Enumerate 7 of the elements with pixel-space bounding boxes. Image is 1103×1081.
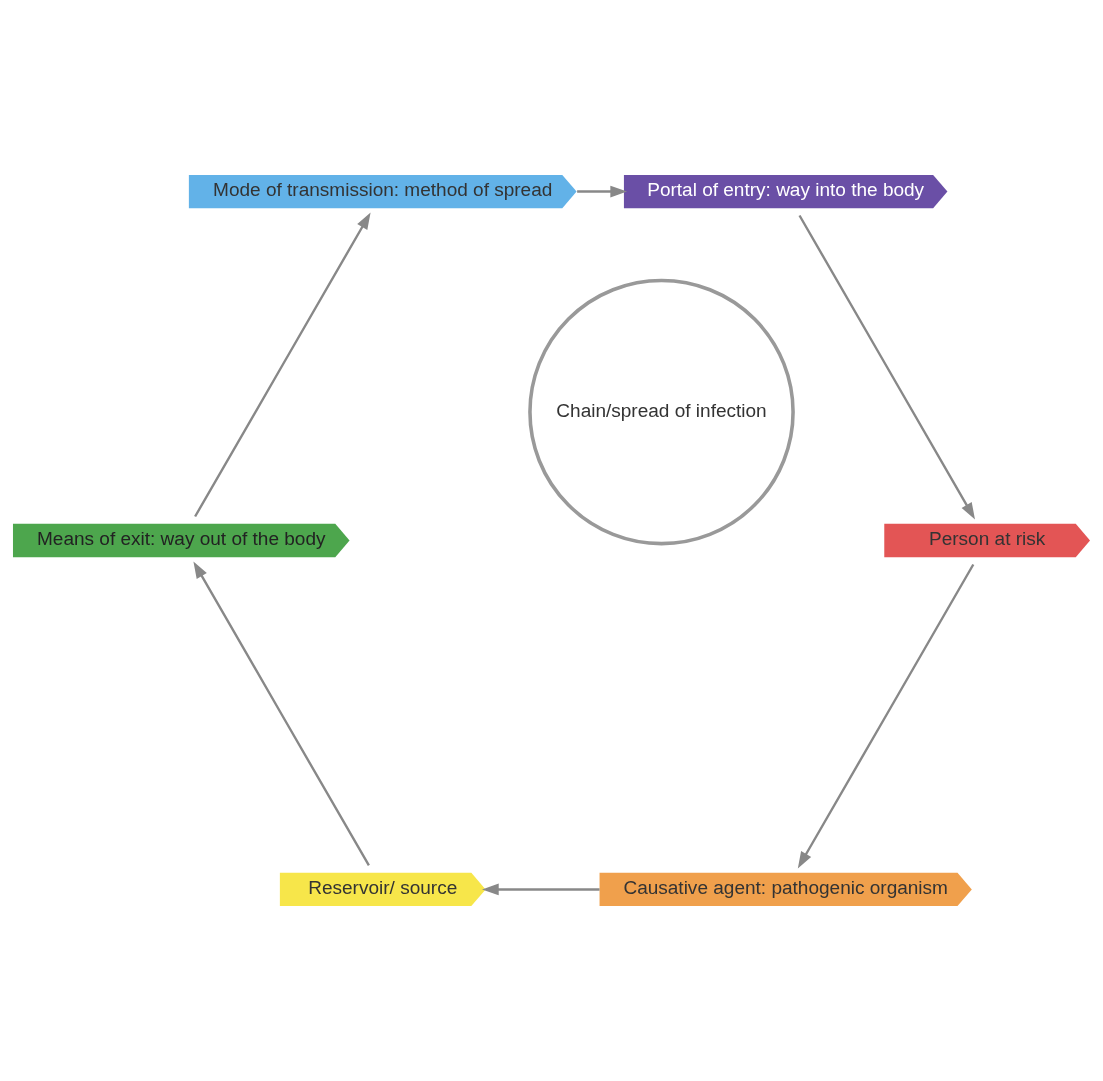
arrow <box>482 883 600 896</box>
arrow <box>577 185 628 198</box>
arrow <box>798 214 975 520</box>
arrow <box>797 563 975 869</box>
arrow <box>194 212 371 518</box>
arrow <box>193 561 370 867</box>
node-circle: Chain/spread of infection <box>528 278 795 546</box>
